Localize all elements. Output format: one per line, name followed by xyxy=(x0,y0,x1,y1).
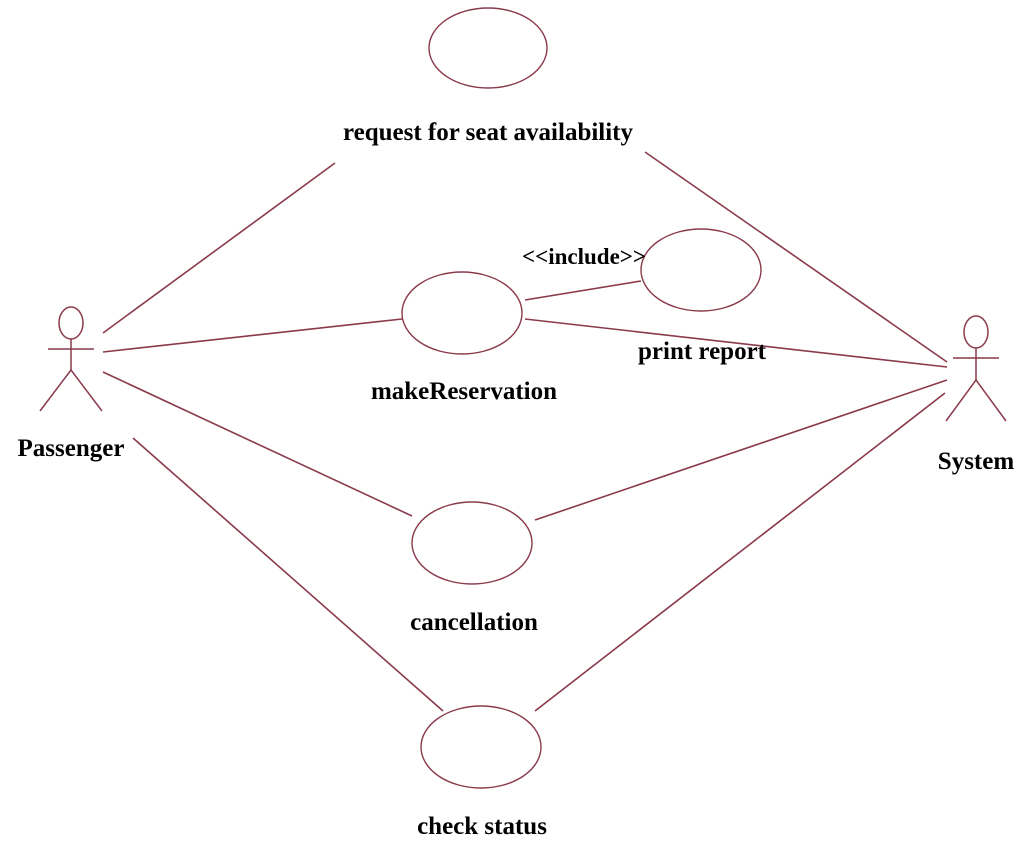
passenger-make-reservation-link xyxy=(102,318,403,353)
include-stereotype-label: <<include>> xyxy=(522,244,646,269)
use-case-cancellation[interactable]: cancellation xyxy=(410,501,538,636)
use-case-ellipse xyxy=(428,7,548,89)
associations xyxy=(102,151,948,712)
system-request-seat-link xyxy=(644,151,948,363)
passenger-request-seat-link xyxy=(102,162,336,334)
use-case-request-seat[interactable]: request for seat availability xyxy=(343,7,634,146)
use-case-label: print report xyxy=(638,338,767,365)
use-case-ellipse xyxy=(640,228,762,312)
use-case-print-report[interactable]: print report xyxy=(638,228,767,365)
use-case-label: request for seat availability xyxy=(343,119,634,146)
use-case-ellipse xyxy=(411,501,533,585)
use-case-make-reservation[interactable]: makeReservation xyxy=(371,271,557,405)
actor-label: Passenger xyxy=(18,435,125,462)
actor-system[interactable]: System xyxy=(938,315,1015,475)
system-check-status-link xyxy=(534,392,946,712)
use-case-check-status[interactable]: check status xyxy=(417,705,547,840)
passenger-check-status-link xyxy=(132,437,444,712)
system-make-reservation-link xyxy=(524,318,948,368)
actor-passenger[interactable]: Passenger xyxy=(18,306,125,462)
use-case-label: check status xyxy=(417,813,547,840)
use-case-label: cancellation xyxy=(410,609,538,636)
use-case-ellipse xyxy=(420,705,542,789)
system-cancellation-link xyxy=(534,379,948,521)
passenger-cancellation-link xyxy=(102,371,413,517)
use-case-ellipse xyxy=(401,271,523,355)
actor-label: System xyxy=(938,448,1015,475)
stick-figure-icon xyxy=(945,315,1007,422)
stick-figure-icon xyxy=(39,306,103,412)
include-link xyxy=(524,280,642,301)
use-case-label: makeReservation xyxy=(371,378,557,405)
